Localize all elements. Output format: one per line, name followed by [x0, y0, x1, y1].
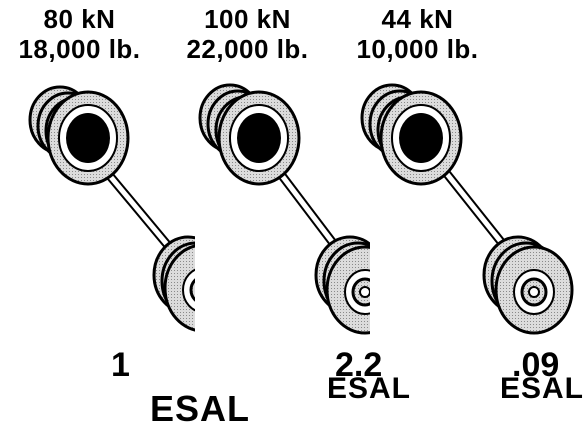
load-lb-label: 10,000 lb.: [356, 34, 479, 64]
load-kn-label: 100 kN: [204, 4, 291, 34]
load-lb-label: 22,000 lb.: [186, 34, 309, 64]
load-kn-label: 80 kN: [43, 4, 116, 34]
axle-wheel-illustration: [360, 83, 574, 335]
axle-group-3: 44 kN 10,000 lb. .09 ESAL: [350, 0, 583, 431]
load-kn-label: 44 kN: [381, 4, 454, 34]
esal-unit: ESAL: [327, 372, 412, 405]
axle-wheel-illustration: [28, 85, 195, 332]
axle-group-1: 80 kN 18,000 lb. 1: [0, 0, 249, 431]
esal-value: .09: [512, 346, 560, 384]
esal-unit: ESAL: [500, 372, 584, 405]
axle-group-2: 100 kN 22,000 lb. 2.2 ESAL: [175, 0, 410, 431]
esal-value: 1: [111, 346, 130, 384]
esal-unit: ESAL: [150, 388, 251, 429]
axle-wheel-illustration: [198, 83, 370, 335]
esal-value: 2.2: [335, 346, 383, 384]
load-lb-label: 18,000 lb.: [18, 34, 141, 64]
